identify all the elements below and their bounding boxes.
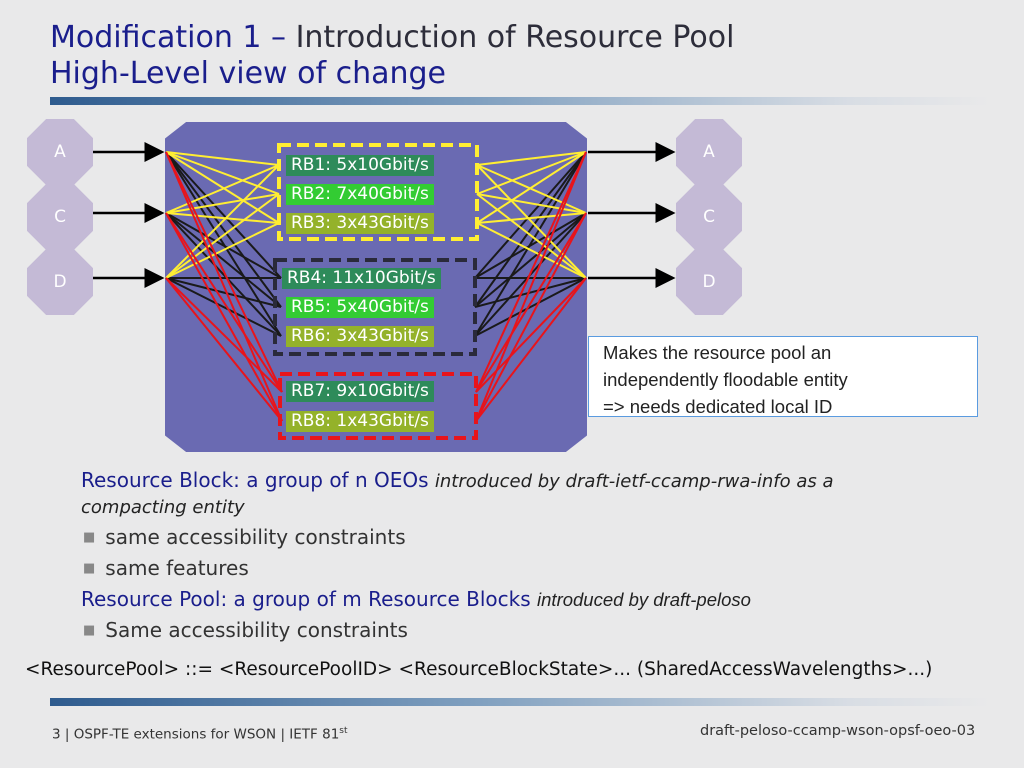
mesh-line xyxy=(476,151,587,195)
mesh-line xyxy=(476,193,587,279)
node-right-d: D xyxy=(676,249,742,315)
title-line2: High-Level view of change xyxy=(50,56,446,91)
rp-intro: introduced by draft-peloso xyxy=(537,589,751,610)
rb5-label: RB5: 5x40Gbit/s xyxy=(286,297,434,318)
bullet1-text: same accessibility constraints xyxy=(105,525,406,549)
mesh-line xyxy=(165,212,283,393)
mesh-line xyxy=(165,212,280,224)
rb-def-text: Resource Block: a group of n OEOs xyxy=(81,468,429,492)
callout-box: Makes the resource pool an independently… xyxy=(588,336,978,417)
mesh-line xyxy=(165,151,280,224)
mesh-line xyxy=(165,212,283,422)
footer-sup: st xyxy=(339,726,348,736)
rb1-label: RB1: 5x10Gbit/s xyxy=(286,155,434,176)
title-dash: – xyxy=(261,20,296,55)
io-arrows xyxy=(93,142,676,288)
footer-left: 3 | OSPF-TE extensions for WSON | IETF 8… xyxy=(52,726,348,743)
mesh-line xyxy=(475,277,587,422)
rb6-label: RB6: 3x43Gbit/s xyxy=(286,326,434,347)
mesh-line xyxy=(165,151,280,166)
mesh-line xyxy=(165,277,282,308)
mesh-line xyxy=(475,151,587,393)
group3-border xyxy=(278,372,478,440)
mesh-line xyxy=(165,212,282,337)
mesh-line xyxy=(474,212,587,279)
callout-line2: independently floodable entity xyxy=(603,369,848,390)
connection-mesh xyxy=(165,151,587,422)
bullet-item: ■ same features xyxy=(83,556,249,580)
mesh-line xyxy=(475,212,587,393)
node-left-a: A xyxy=(27,119,93,185)
bullet-icon: ■ xyxy=(83,530,96,545)
mesh-line xyxy=(165,151,283,422)
rb3-label: RB3: 3x43Gbit/s xyxy=(286,213,434,234)
mesh-line xyxy=(165,193,280,214)
mesh-line xyxy=(165,164,280,214)
title-part2: Introduction of Resource Pool xyxy=(295,20,735,55)
mesh-line xyxy=(165,193,280,279)
mesh-line xyxy=(165,277,283,393)
footer-right: draft-peloso-ccamp-wson-opsf-oeo-03 xyxy=(700,723,976,739)
mesh-line xyxy=(165,212,282,308)
node-right-a: A xyxy=(676,119,742,185)
rb4-label: RB4: 11x10Gbit/s xyxy=(282,268,441,289)
mesh-line xyxy=(475,212,587,422)
rp-definition: Resource Pool: a group of m Resource Blo… xyxy=(81,587,751,611)
mesh-line xyxy=(165,151,282,337)
rb8-label: RB8: 1x43Gbit/s xyxy=(286,411,434,432)
top-divider xyxy=(50,97,990,105)
mesh-line xyxy=(476,164,587,279)
callout-line3: => needs dedicated local ID xyxy=(603,396,833,417)
mesh-line xyxy=(476,151,587,224)
mesh-line xyxy=(474,212,587,308)
bullet-item: ■ Same accessibility constraints xyxy=(83,618,408,642)
title-part1: Modification 1 xyxy=(50,20,262,55)
rb-intro-2: compacting entity xyxy=(81,497,245,518)
mesh-line xyxy=(165,222,280,279)
callout-line1: Makes the resource pool an xyxy=(603,342,832,363)
mesh-line xyxy=(165,151,282,308)
rb7-label: RB7: 9x10Gbit/s xyxy=(286,381,434,402)
mesh-line xyxy=(476,222,587,279)
footer-left-text: 3 | OSPF-TE extensions for WSON | IETF 8… xyxy=(52,726,340,743)
bullet-icon: ■ xyxy=(83,623,96,638)
mesh-line xyxy=(474,151,587,308)
mesh-line xyxy=(475,277,587,393)
rb-intro-1: introduced by draft-ietf-ccamp-rwa-info … xyxy=(434,471,834,492)
mesh-line xyxy=(476,193,587,214)
mesh-line xyxy=(476,151,587,166)
mesh-line xyxy=(165,151,280,195)
bullet-item: ■ same accessibility constraints xyxy=(83,525,406,549)
node-left-d: D xyxy=(27,249,93,315)
group1-border xyxy=(277,143,479,241)
mesh-line xyxy=(476,212,587,224)
mesh-line xyxy=(475,151,587,422)
slide-title: Modification 1 – Introduction of Resourc… xyxy=(50,20,734,92)
mesh-line xyxy=(165,151,283,393)
mesh-line xyxy=(474,277,587,337)
mesh-line xyxy=(165,277,283,422)
mesh-line xyxy=(474,151,587,279)
rp-def-text: Resource Pool: a group of m Resource Blo… xyxy=(81,587,531,611)
mesh-line xyxy=(474,151,587,337)
group2-border xyxy=(273,258,477,356)
grammar-line: <ResourcePool> ::= <ResourcePoolID> <Res… xyxy=(25,659,933,680)
mesh-line xyxy=(476,164,587,214)
node-left-c: C xyxy=(27,184,93,250)
bottom-divider xyxy=(50,698,990,706)
rb-definition: Resource Block: a group of n OEOs introd… xyxy=(81,468,833,492)
bullet3-text: Same accessibility constraints xyxy=(105,618,408,642)
mesh-line xyxy=(165,151,282,279)
mesh-line xyxy=(165,277,282,337)
mesh-line xyxy=(165,212,282,279)
mesh-line xyxy=(474,277,587,308)
mesh-line xyxy=(165,164,280,279)
node-right-c: C xyxy=(676,184,742,250)
rb2-label: RB2: 7x40Gbit/s xyxy=(286,184,434,205)
bullet-icon: ■ xyxy=(83,561,96,576)
bullet2-text: same features xyxy=(105,556,249,580)
